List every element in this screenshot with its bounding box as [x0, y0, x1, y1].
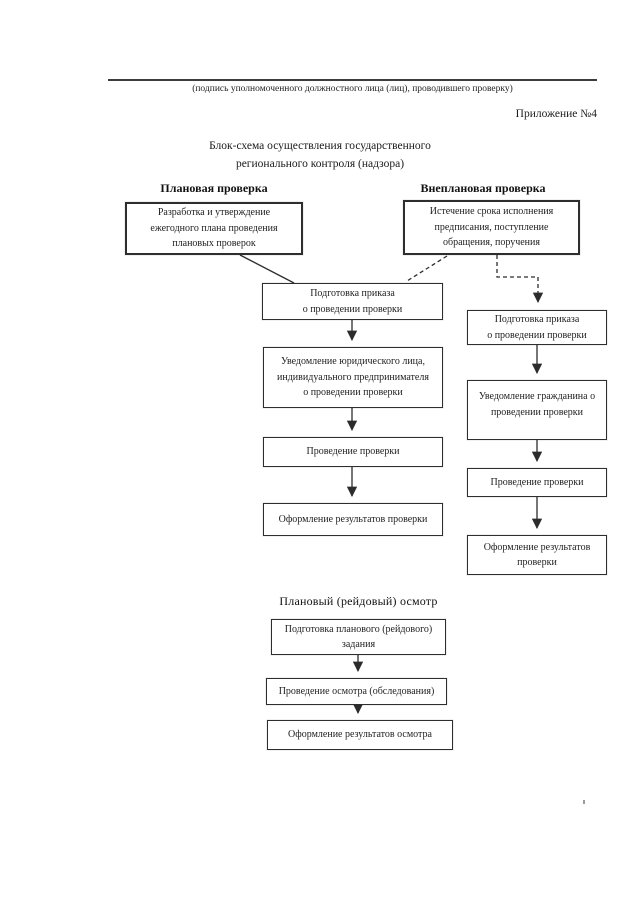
document-title: Блок-схема осуществления государственног…	[209, 140, 431, 170]
signature-line	[108, 79, 597, 81]
box-notification-legal-entity: Уведомление юридического лица, индивидуа…	[263, 347, 443, 408]
connector-expiration-to-unplanned-order-dashed	[496, 255, 544, 304]
box-raid-task-preparation: Подготовка планового (рейдового) задания	[271, 619, 446, 655]
box-notification-citizen: Уведомление гражданина о проведении пров…	[467, 380, 607, 440]
box-raid-examination: Проведение осмотра (обследования)	[266, 678, 447, 705]
scan-artifact-dot	[583, 800, 585, 804]
annex-label: Приложение №4	[515, 108, 597, 120]
connector-expiration-to-order-dashed	[406, 255, 448, 282]
box-order-preparation-unplanned: Подготовка приказа о проведении проверки	[467, 310, 607, 345]
connector-plan-to-order	[239, 254, 295, 284]
box-inspection-results-unplanned: Оформление результатов проверки	[467, 535, 607, 575]
raid-inspection-header: Плановый (рейдовый) осмотр	[279, 594, 438, 608]
box-inspection-execution-unplanned: Проведение проверки	[467, 468, 607, 497]
signature-caption: (подпись уполномоченного должностного ли…	[192, 84, 513, 94]
box-order-preparation-planned: Подготовка приказа о проведении проверки	[262, 283, 443, 320]
box-deadline-expiration: Истечение срока исполнения предписания, …	[403, 200, 580, 255]
planned-inspection-header: Плановая проверка	[160, 181, 268, 195]
box-inspection-results-planned: Оформление результатов проверки	[263, 503, 443, 536]
box-raid-results: Оформление результатов осмотра	[267, 720, 453, 750]
unplanned-inspection-header: Внеплановая проверка	[420, 181, 546, 195]
box-inspection-execution-planned: Проведение проверки	[263, 437, 443, 467]
box-annual-plan-development: Разработка и утверждение ежегодного план…	[125, 202, 303, 255]
